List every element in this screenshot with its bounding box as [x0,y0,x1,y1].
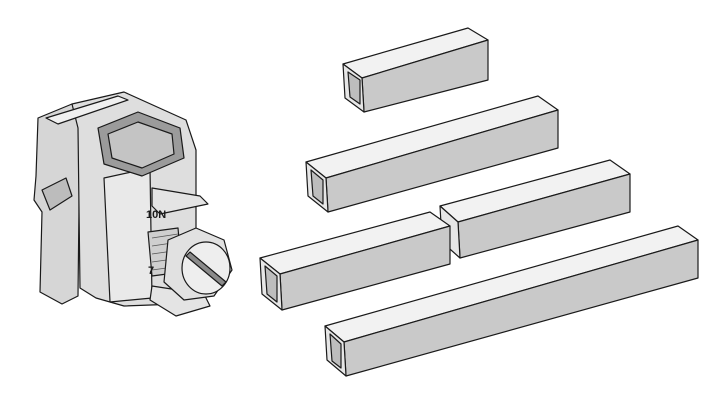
clamp-top-strap [45,95,129,125]
clamp-front-face [103,167,153,303]
clamp-opening-inner [107,121,175,169]
channel-inner [347,71,361,105]
u-channel-5 [324,225,699,377]
channel-inner [329,333,342,369]
clamp-marking-top: 10N [146,209,166,221]
channel-inner [310,169,324,205]
u-channel-1 [342,27,489,113]
clamp-upper-tab [151,187,209,215]
clamp-marking-bottom: 7 [148,265,154,277]
clamp-left-notch [41,177,73,211]
channel-inner [264,265,278,303]
u-channel-4 [259,211,451,311]
u-channel-3 [439,159,631,259]
screw-slot [185,251,227,287]
terminal-clamp [33,91,233,317]
u-channel-2 [305,95,559,213]
